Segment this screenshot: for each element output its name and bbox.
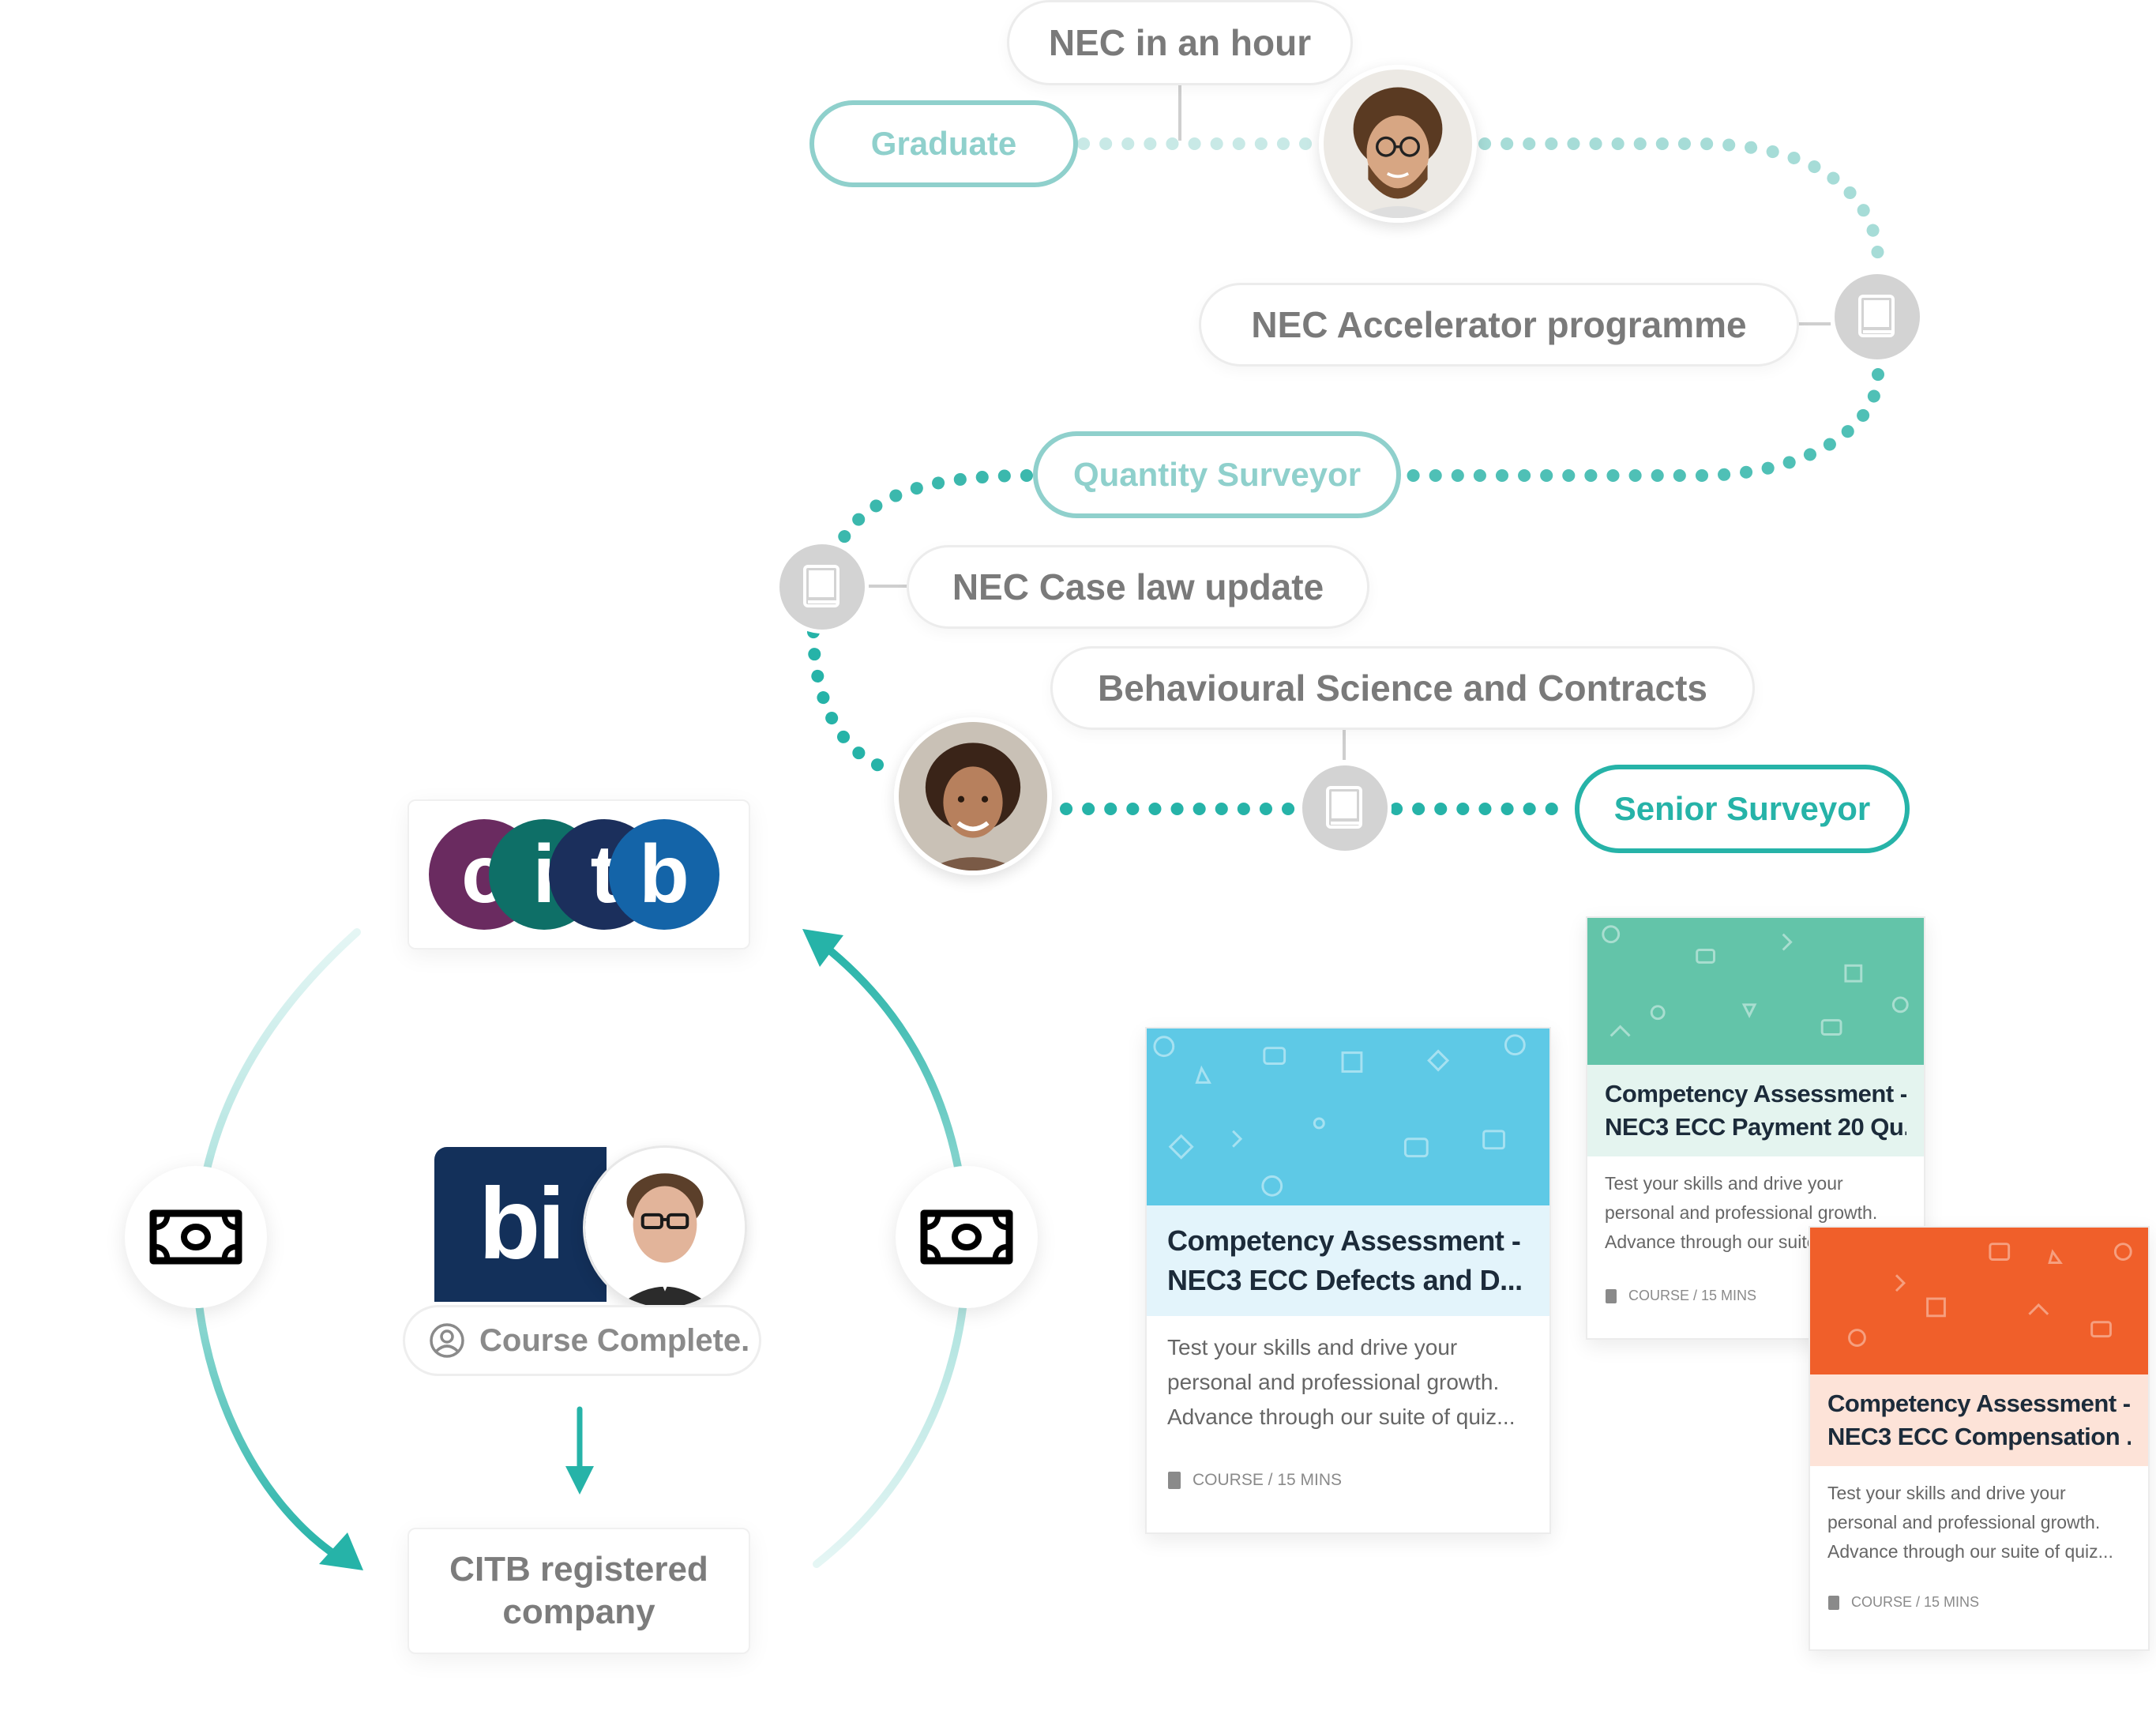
course-label: NEC in an hour — [1048, 22, 1312, 63]
card-meta: COURSE / 15 MINS — [1827, 1594, 1979, 1611]
card-desc-line-1: Test your skills and drive your — [1167, 1335, 1458, 1359]
avatar-graduate — [1319, 65, 1477, 223]
pattern-icon — [1602, 925, 1909, 1037]
book-icon — [1606, 1288, 1617, 1303]
card-desc-line-1: Test your skills and drive your — [1827, 1483, 2066, 1503]
bi-logo-text: bi — [479, 1168, 565, 1280]
role-label: Quantity Surveyor — [1072, 456, 1362, 493]
banknote-icon — [149, 1209, 242, 1265]
card-title-line-2: NEC3 ECC Compensation ... — [1827, 1423, 2131, 1450]
card-title-line-2: NEC3 ECC Defects and D... — [1167, 1264, 1523, 1296]
course-connector-lines — [869, 85, 1831, 760]
role-label: Senior Surveyor — [1613, 790, 1871, 827]
card-title-line-2: NEC3 ECC Payment 20 Qu... — [1605, 1113, 1906, 1141]
book-icon — [1831, 270, 1924, 363]
card-title: Competency Assessment - NEC3 ECC Payment… — [1587, 1065, 1924, 1156]
role-pill-graduate[interactable]: Graduate — [809, 100, 1078, 187]
course-label: NEC Accelerator programme — [1251, 304, 1747, 345]
book-icon — [1828, 1595, 1839, 1610]
book-icon — [1298, 761, 1392, 855]
book-icon — [1168, 1472, 1181, 1489]
card-title-line-1: Competency Assessment - — [1605, 1080, 1906, 1107]
course-pill-nec-in-an-hour[interactable]: NEC in an hour — [1007, 0, 1353, 85]
company-label-line-2: company — [502, 1593, 655, 1631]
arrow-heads — [319, 929, 843, 1570]
course-card-defects[interactable]: Competency Assessment - NEC3 ECC Defects… — [1145, 1027, 1551, 1534]
card-title-line-1: Competency Assessment - — [1167, 1224, 1521, 1257]
card-meta-label: COURSE / 15 MINS — [1193, 1471, 1343, 1489]
bi-logo: bi — [434, 1147, 607, 1302]
pattern-icon — [1848, 1243, 2132, 1347]
card-title: Competency Assessment - NEC3 ECC Defects… — [1147, 1205, 1549, 1316]
card-desc-line-2: personal and professional growth. — [1167, 1370, 1500, 1394]
course-complete-badge: Course Complete. — [403, 1305, 761, 1376]
user-circle-icon — [430, 1323, 464, 1358]
course-label: Behavioural Science and Contracts — [1097, 667, 1708, 709]
card-desc-line-3: Advance through our suite of quiz... — [1167, 1405, 1516, 1429]
book-icon — [776, 540, 869, 634]
course-pill-nec-accelerator[interactable]: NEC Accelerator programme — [1199, 283, 1799, 367]
company-label-line-1: CITB registered — [449, 1550, 708, 1589]
card-title: Competency Assessment - NEC3 ECC Compens… — [1810, 1374, 2148, 1466]
pattern-icon — [1153, 1034, 1526, 1197]
card-meta-label: COURSE / 15 MINS — [1628, 1288, 1757, 1303]
card-desc-line-2: personal and professional growth. — [1605, 1202, 1878, 1223]
role-pill-quantity-surveyor[interactable]: Quantity Surveyor — [1033, 431, 1401, 518]
role-label: Graduate — [870, 125, 1017, 162]
card-meta-label: COURSE / 15 MINS — [1851, 1594, 1980, 1610]
role-pill-senior-surveyor[interactable]: Senior Surveyor — [1575, 765, 1910, 853]
card-banner — [1810, 1228, 2148, 1374]
card-meta: COURSE / 15 MINS — [1167, 1471, 1342, 1490]
avatar-quantity-surveyor — [894, 717, 1052, 875]
card-description: Test your skills and drive your personal… — [1605, 1169, 1891, 1257]
citb-registered-company-box: CITB registered company — [408, 1528, 750, 1654]
banknote-icon — [920, 1209, 1013, 1265]
card-title-line-1: Competency Assessment - — [1827, 1389, 2131, 1417]
card-desc-line-1: Test your skills and drive your — [1605, 1173, 1843, 1194]
course-pill-nec-case-law[interactable]: NEC Case law update — [907, 545, 1369, 629]
course-pill-behavioural-science[interactable]: Behavioural Science and Contracts — [1050, 646, 1755, 730]
course-label: NEC Case law update — [952, 566, 1324, 607]
course-card-compensation[interactable]: Competency Assessment - NEC3 ECC Compens… — [1809, 1226, 2150, 1651]
card-banner — [1147, 1028, 1549, 1205]
card-desc-line-2: personal and professional growth. — [1827, 1512, 2101, 1532]
card-description: Test your skills and drive your personal… — [1167, 1330, 1516, 1435]
funding-money-left — [125, 1166, 267, 1308]
citb-logo-letter: b — [609, 819, 719, 930]
funding-money-right — [896, 1166, 1038, 1308]
avatar-learner — [583, 1145, 747, 1310]
learning-path-dots — [807, 137, 1884, 815]
card-desc-line-3: Advance through our suite of quiz... — [1827, 1541, 2113, 1562]
status-label: Course Complete. — [479, 1322, 750, 1358]
card-banner — [1587, 918, 1924, 1065]
card-description: Test your skills and drive your personal… — [1827, 1479, 2113, 1566]
card-meta: COURSE / 15 MINS — [1605, 1288, 1756, 1304]
